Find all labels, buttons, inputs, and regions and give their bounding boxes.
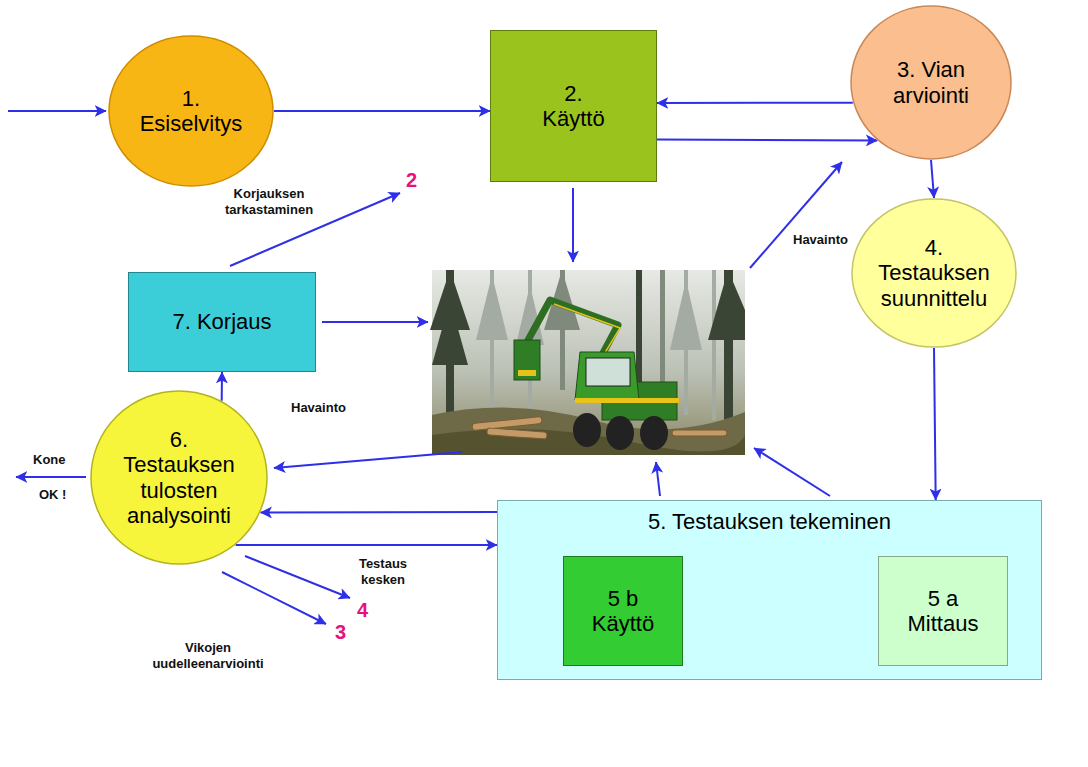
process-box: 5 a Mittaus [878,556,1008,666]
harvester-photo [430,270,745,455]
illustration-part [708,270,745,340]
circle-shape [851,6,1011,159]
flow-arrow [261,511,497,513]
flow-label: Korjauksen tarkastaminen [212,186,326,217]
flow-arrow [934,348,936,500]
leader-arrow [754,448,830,496]
node-text: 2. Käyttö [536,81,611,132]
flow-arrow [274,110,490,112]
node-text: 5 a Mittaus [902,586,984,637]
callout-number: 2 [405,168,418,192]
node-text: 4. Testauksen suunnittelu [874,235,994,311]
leader-arrow [322,321,428,323]
process-box: 7. Korjaus [128,272,316,372]
process-circle: 6. Testauksen tulosten analysointi [90,390,268,565]
leader-arrow [222,572,326,624]
leader-arrow [656,462,660,496]
flow-label: OK ! [38,487,67,503]
node-text: 5 b Käyttö [584,586,662,637]
illustration-part [712,270,716,420]
illustration-part [487,428,547,439]
callout-number: 4 [356,598,369,622]
process-circle: 1. Esiselvitys [108,35,274,187]
illustration-part [575,398,679,403]
leader-arrow [750,162,842,268]
illustration-part [575,352,639,400]
group-heading: 5. Testauksen tekeminen [648,509,891,534]
illustration-part [476,275,508,340]
circle-shape [91,391,267,564]
leader-arrow [8,110,106,112]
flow-arrow [931,160,934,198]
illustration-part [660,270,665,400]
flow-arrow [657,102,853,104]
group-box: 5. Testauksen tekeminen 5 b Käyttö 5 a Mit… [497,500,1042,680]
flow-label: Havainto [792,232,849,248]
illustration-part [432,270,745,455]
process-circle: 4. Testauksen suunnittelu [851,198,1017,348]
flow-arrow [236,544,497,546]
flow-label: Havainto [290,400,347,416]
leader-arrow [245,556,350,598]
node-text: 1. Esiselvitys [131,86,251,137]
circle-shape [109,36,273,186]
node-text: 7. Korjaus [172,309,271,334]
illustration-part [514,340,540,380]
leader-arrow [274,452,462,468]
node-text: 3. Vian arviointi [876,57,986,108]
flow-arrow [221,372,223,401]
illustration-part [636,270,642,390]
process-box: 5 b Käyttö [563,556,683,666]
illustration-part [432,300,468,365]
illustration-part [476,270,716,420]
circle-shape [852,199,1016,347]
illustration-part [472,416,542,430]
process-box: 2. Käyttö [490,30,657,182]
illustration-part [672,430,727,436]
flow-label: Kone [32,452,67,468]
leader-arrow [16,476,86,478]
illustration-part [518,370,536,376]
illustration-part [573,413,601,447]
illustration-part [606,416,634,450]
illustration-part [640,416,668,450]
leader-arrow [572,188,574,262]
illustration-part [432,408,745,455]
node-text: 6. Testauksen tulosten analysointi [119,427,239,528]
flow-arrow [657,139,877,140]
callout-number: 3 [334,620,347,644]
flow-label: Vikojen uudelleenarviointi [132,640,284,671]
flow-label: Testaus kesken [350,556,416,587]
illustration-part [544,270,665,400]
process-circle: 3. Vian arviointi [850,5,1012,160]
illustration-part [670,280,702,350]
illustration-part [586,358,630,386]
